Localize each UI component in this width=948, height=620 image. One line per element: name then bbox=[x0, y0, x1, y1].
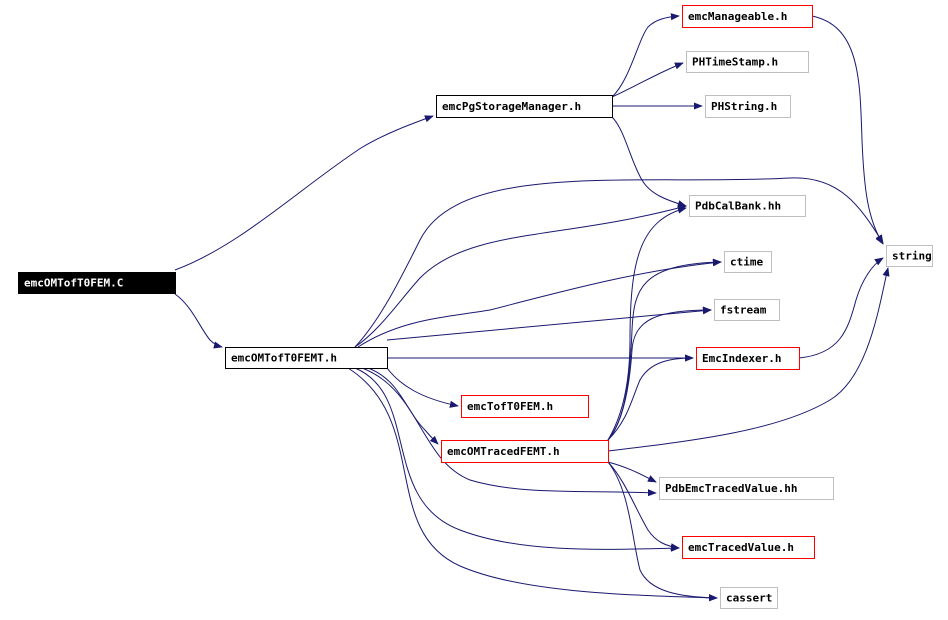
node-phstring: PHString.h bbox=[705, 95, 791, 118]
edge-traced-to-pdbcal bbox=[607, 206, 687, 441]
node-label: emcOMTofT0FEM.C bbox=[24, 277, 123, 290]
edge-traced-to-cassert bbox=[607, 461, 718, 602]
node-indexer[interactable]: EmcIndexer.h bbox=[696, 347, 800, 370]
edge-omtof-to-pdbemc bbox=[361, 367, 657, 497]
edge-omtof-to-fstream bbox=[386, 307, 712, 341]
node-box bbox=[886, 245, 933, 267]
edge-storage-to-manageable bbox=[611, 13, 680, 98]
edge-storage-to-pdbcal bbox=[611, 116, 687, 208]
node-label: EmcIndexer.h bbox=[702, 352, 781, 365]
edge-manageable-to-string bbox=[811, 15, 884, 245]
node-box bbox=[714, 299, 780, 321]
node-label: emcOMTracedFEMT.h bbox=[447, 445, 560, 458]
edge-omtof-to-pdbcal bbox=[354, 204, 687, 348]
node-label: PHString.h bbox=[711, 100, 777, 113]
node-label: emcTofT0FEM.h bbox=[467, 400, 553, 413]
node-box bbox=[720, 587, 778, 609]
edge-layer bbox=[174, 13, 890, 602]
node-label: emcOMTofT0FEMT.h bbox=[231, 352, 337, 365]
edge-omtof-to-string bbox=[354, 177, 884, 348]
node-toft0[interactable]: emcTofT0FEM.h bbox=[461, 395, 589, 418]
node-pdbemc: PdbEmcTracedValue.hh bbox=[659, 477, 834, 500]
edge-omtof-to-tracedval bbox=[354, 367, 680, 552]
edge-traced-to-indexer bbox=[607, 354, 694, 441]
node-label: PHTimeStamp.h bbox=[692, 56, 778, 69]
edge-indexer-to-string bbox=[798, 257, 884, 359]
node-box bbox=[441, 440, 609, 463]
node-box bbox=[724, 251, 772, 273]
node-label: ctime bbox=[730, 256, 763, 269]
node-layer: emcOMTofT0FEM.C emcPgStorageManager.h emcO… bbox=[18, 5, 933, 609]
node-manageable[interactable]: emcManageable.h bbox=[682, 5, 813, 28]
node-box bbox=[436, 95, 613, 118]
edge-storage-to-phtime bbox=[611, 62, 684, 98]
node-storage[interactable]: emcPgStorageManager.h bbox=[436, 95, 613, 118]
node-box bbox=[682, 5, 813, 28]
node-pdbcal: PdbCalBank.hh bbox=[689, 195, 806, 217]
node-label: cassert bbox=[726, 592, 772, 605]
node-box bbox=[659, 477, 834, 500]
node-omtof[interactable]: emcOMTofT0FEMT.h bbox=[225, 347, 388, 369]
node-fstream: fstream bbox=[714, 299, 780, 321]
node-cassert: cassert bbox=[720, 587, 778, 609]
node-box bbox=[682, 536, 815, 559]
edge-root-to-omtof bbox=[174, 293, 223, 349]
edge-omtof-to-toft0 bbox=[386, 367, 459, 408]
node-label: emcManageable.h bbox=[688, 10, 787, 23]
node-tracedval[interactable]: emcTracedValue.h bbox=[682, 536, 815, 559]
node-ctime: ctime bbox=[724, 251, 772, 273]
node-traced[interactable]: emcOMTracedFEMT.h bbox=[441, 440, 609, 463]
node-label: emcTracedValue.h bbox=[688, 541, 794, 554]
node-label: string bbox=[892, 250, 932, 263]
node-box bbox=[686, 51, 809, 73]
node-label: PdbEmcTracedValue.hh bbox=[665, 482, 797, 495]
node-phtime: PHTimeStamp.h bbox=[686, 51, 809, 73]
edge-omtof-to-ctime bbox=[357, 259, 722, 348]
edge-traced-to-tracedval bbox=[607, 461, 680, 551]
node-label: emcPgStorageManager.h bbox=[442, 100, 581, 113]
edge-omtof-to-traced bbox=[367, 367, 439, 445]
node-root[interactable]: emcOMTofT0FEM.C bbox=[18, 272, 176, 294]
node-box bbox=[696, 347, 800, 370]
node-box bbox=[225, 347, 388, 369]
node-label: PdbCalBank.hh bbox=[695, 200, 781, 213]
node-box bbox=[18, 272, 176, 294]
node-box bbox=[461, 395, 589, 418]
node-box bbox=[689, 195, 806, 217]
edge-root-to-storage bbox=[174, 115, 434, 271]
edge-omtof-to-cassert bbox=[347, 367, 718, 602]
edge-traced-to-pdbemc bbox=[607, 461, 657, 483]
node-box bbox=[705, 95, 791, 118]
edge-traced-to-fstream bbox=[607, 306, 712, 441]
edge-traced-to-string bbox=[607, 267, 890, 452]
node-label: fstream bbox=[720, 304, 767, 317]
node-string: string bbox=[886, 245, 933, 267]
